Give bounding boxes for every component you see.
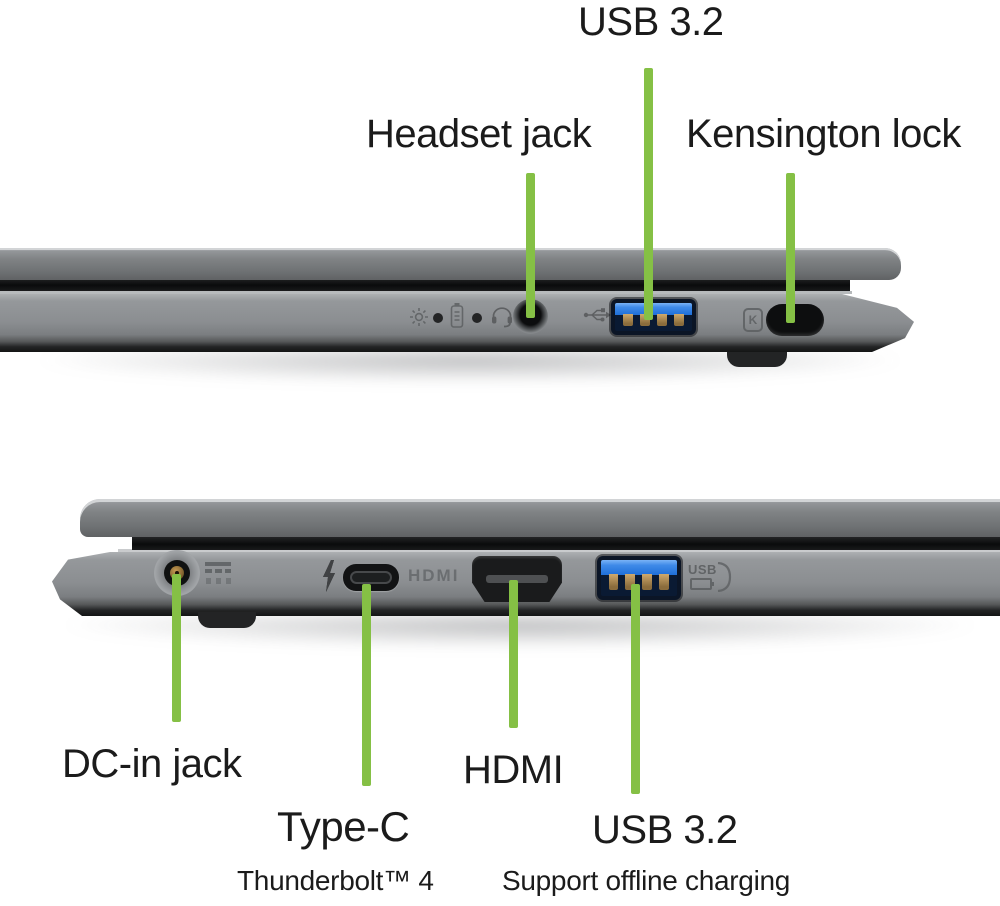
usb-port: [611, 299, 696, 335]
callout-line-usb-top: [644, 68, 653, 320]
usb-c-port: [343, 564, 399, 591]
battery-led-icon: [448, 302, 466, 330]
callout-line-usb-bottom: [631, 584, 640, 794]
top-laptop-foot: [727, 352, 787, 367]
brightness-led-icon: [408, 306, 430, 328]
callout-line-typec: [362, 584, 371, 786]
kensington-lock-icon: K: [743, 308, 763, 332]
top-laptop-front-edge: [0, 291, 852, 294]
label-support-offline-charging: Support offline charging: [502, 865, 791, 896]
label-kensington-lock: Kensington lock: [686, 112, 961, 156]
dc-power-icon: [205, 562, 235, 586]
usb-icon-text: USB: [688, 562, 717, 577]
label-usb32-top: USB 3.2: [578, 0, 724, 44]
led-dot: [433, 313, 443, 323]
bottom-laptop-front-edge: [118, 549, 1000, 552]
label-dc-in-jack: DC-in jack: [62, 742, 242, 786]
headset-icon: [489, 303, 515, 329]
bottom-laptop-hinge-gap: [132, 537, 1000, 550]
label-usb32-bottom: USB 3.2: [592, 808, 738, 852]
label-headset-jack: Headset jack: [366, 112, 592, 156]
callout-line-kensington: [786, 173, 795, 323]
usb-trident-icon: [583, 306, 611, 324]
bottom-laptop-shadow: [55, 615, 985, 649]
hdmi-engraving: HDMI: [408, 566, 460, 585]
top-laptop-lid: [0, 248, 901, 280]
label-thunderbolt4: Thunderbolt™ 4: [237, 865, 434, 896]
callout-line-headset: [526, 173, 535, 318]
label-hdmi: HDMI: [463, 748, 564, 792]
led-dot: [472, 313, 482, 323]
usb-charging-icon: USB: [688, 562, 734, 592]
thunderbolt-icon: [321, 560, 337, 592]
top-laptop-hinge-gap: [0, 278, 850, 291]
callout-line-dc: [172, 574, 181, 722]
callout-line-hdmi: [509, 580, 518, 728]
bottom-laptop-lid: [80, 499, 1000, 537]
battery-glyph: [690, 578, 714, 590]
kensington-lock-slot: [766, 304, 824, 336]
bottom-laptop-foot: [198, 612, 256, 628]
label-type-c: Type-C: [277, 803, 410, 850]
